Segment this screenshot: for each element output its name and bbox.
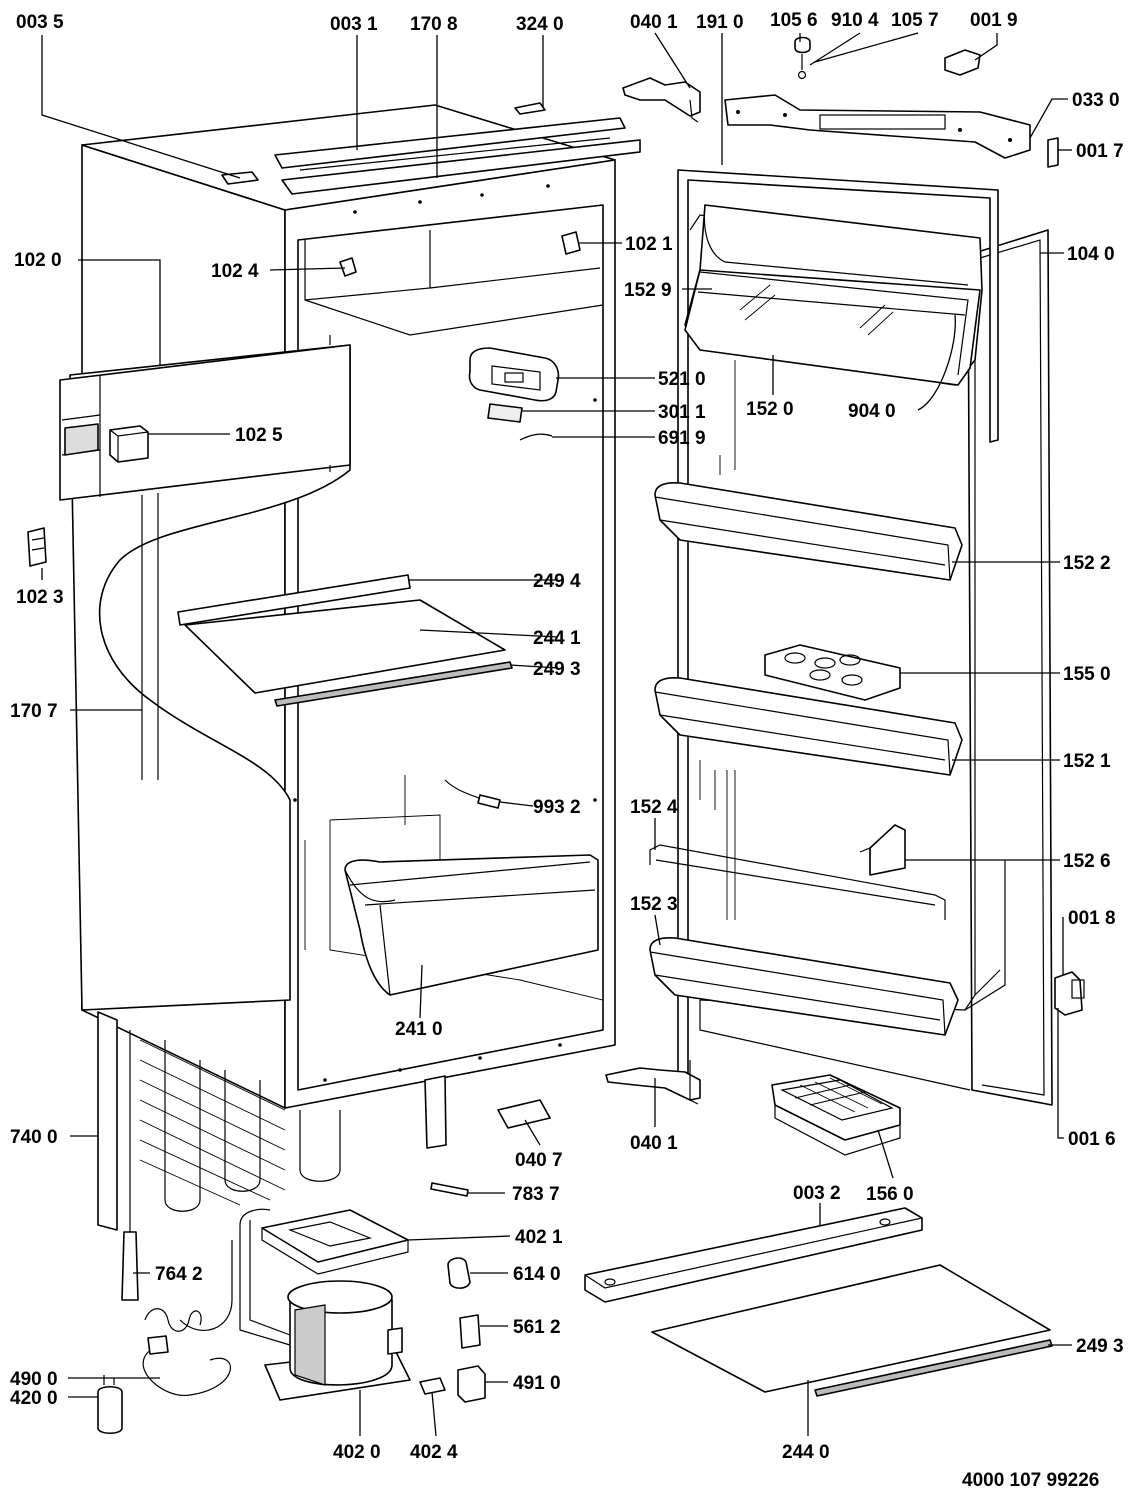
- label-152-4: 152 4: [630, 797, 678, 818]
- crisper-drawer: [344, 854, 599, 996]
- document-number: 4000 107 99226: [962, 1470, 1099, 1491]
- part-0407: [497, 1099, 551, 1129]
- label-910-4: 910 4: [831, 10, 879, 31]
- label-105-6: 105 6: [770, 10, 818, 31]
- label-105-7: 105 7: [891, 10, 939, 31]
- label-040-1-bottom: 040 1: [630, 1133, 678, 1154]
- control-panel: [59, 335, 351, 780]
- label-691-9: 691 9: [658, 428, 706, 449]
- relay-561: [459, 1314, 481, 1349]
- door-bin-1523: [649, 937, 959, 1036]
- label-241-0: 241 0: [395, 1019, 443, 1040]
- label-324-0: 324 0: [516, 14, 564, 35]
- ice-tray: [771, 1074, 901, 1156]
- door-bin-1522: [654, 482, 963, 581]
- label-102-5: 102 5: [235, 425, 283, 446]
- bottom-cover-0032: [584, 1207, 923, 1303]
- label-249-3-upper: 249 3: [533, 659, 581, 680]
- label-155-0: 155 0: [1063, 664, 1111, 685]
- label-102-4: 102 4: [211, 261, 259, 282]
- label-040-1-top: 040 1: [630, 12, 678, 33]
- label-001-6: 001 6: [1068, 1129, 1116, 1150]
- label-152-0: 152 0: [746, 399, 794, 420]
- label-102-3: 102 3: [16, 587, 64, 608]
- label-003-2: 003 2: [793, 1183, 841, 1204]
- label-402-4: 402 4: [410, 1442, 458, 1463]
- label-102-1: 102 1: [625, 234, 673, 255]
- label-420-0: 420 0: [10, 1388, 58, 1409]
- door: [649, 169, 1053, 1106]
- label-170-7: 170 7: [10, 701, 58, 722]
- thermostat-housing: [468, 347, 560, 402]
- label-244-0: 244 0: [782, 1442, 830, 1463]
- pin-7837: [430, 1182, 469, 1197]
- label-740-0: 740 0: [10, 1127, 58, 1148]
- label-102-0: 102 0: [14, 250, 62, 271]
- label-003-1: 003 1: [330, 14, 378, 35]
- label-249-4: 249 4: [533, 571, 581, 592]
- label-040-7: 040 7: [515, 1150, 563, 1171]
- bottom-door-hinge: [605, 1060, 701, 1105]
- label-490-0: 490 0: [10, 1369, 58, 1390]
- part-labels: 003 5 003 1 170 8 324 0 040 1 191 0 105 …: [10, 10, 1124, 1491]
- label-152-6: 152 6: [1063, 851, 1111, 872]
- label-783-7: 783 7: [512, 1184, 560, 1205]
- label-402-0: 402 0: [333, 1442, 381, 1463]
- hinge-part: [27, 527, 47, 567]
- label-993-2: 993 2: [533, 797, 581, 818]
- label-764-2: 764 2: [155, 1264, 203, 1285]
- label-402-1: 402 1: [515, 1227, 563, 1248]
- door-bin-1521: [654, 677, 963, 776]
- label-152-9: 152 9: [624, 280, 672, 301]
- condenser: [97, 1011, 447, 1232]
- glass-shelf-lower: [651, 1264, 1053, 1397]
- label-191-0: 191 0: [696, 12, 744, 33]
- clip-4024: [419, 1377, 446, 1395]
- label-152-1: 152 1: [1063, 751, 1111, 772]
- label-614-0: 614 0: [513, 1264, 561, 1285]
- egg-tray: [764, 644, 901, 701]
- label-249-3-lower: 249 3: [1076, 1336, 1124, 1357]
- overload-491: [457, 1365, 486, 1403]
- label-001-8: 001 8: [1068, 908, 1116, 929]
- label-156-0: 156 0: [866, 1184, 914, 1205]
- top-door-hinge: [622, 77, 701, 123]
- label-561-2: 561 2: [513, 1317, 561, 1338]
- compressor-bracket: [261, 1209, 409, 1275]
- label-001-7: 001 7: [1076, 141, 1124, 162]
- door-mounting-bracket: [724, 94, 1031, 159]
- label-904-0: 904 0: [848, 401, 896, 422]
- label-521-0: 521 0: [658, 369, 706, 390]
- label-170-8: 170 8: [410, 14, 458, 35]
- label-244-1: 244 1: [533, 628, 581, 649]
- leader-lines: [41, 32, 1072, 1437]
- side-door-hinge: [1054, 971, 1085, 1016]
- label-001-9: 001 9: [970, 10, 1018, 31]
- label-003-5: 003 5: [16, 12, 64, 33]
- label-301-1: 301 1: [658, 402, 706, 423]
- label-491-0: 491 0: [513, 1373, 561, 1394]
- label-104-0: 104 0: [1067, 244, 1115, 265]
- glass-shelf-upper: [177, 574, 513, 707]
- label-152-2: 152 2: [1063, 553, 1111, 574]
- compressor: [239, 1208, 411, 1401]
- label-033-0: 033 0: [1072, 90, 1120, 111]
- relay-614: [447, 1257, 471, 1289]
- label-152-3: 152 3: [630, 894, 678, 915]
